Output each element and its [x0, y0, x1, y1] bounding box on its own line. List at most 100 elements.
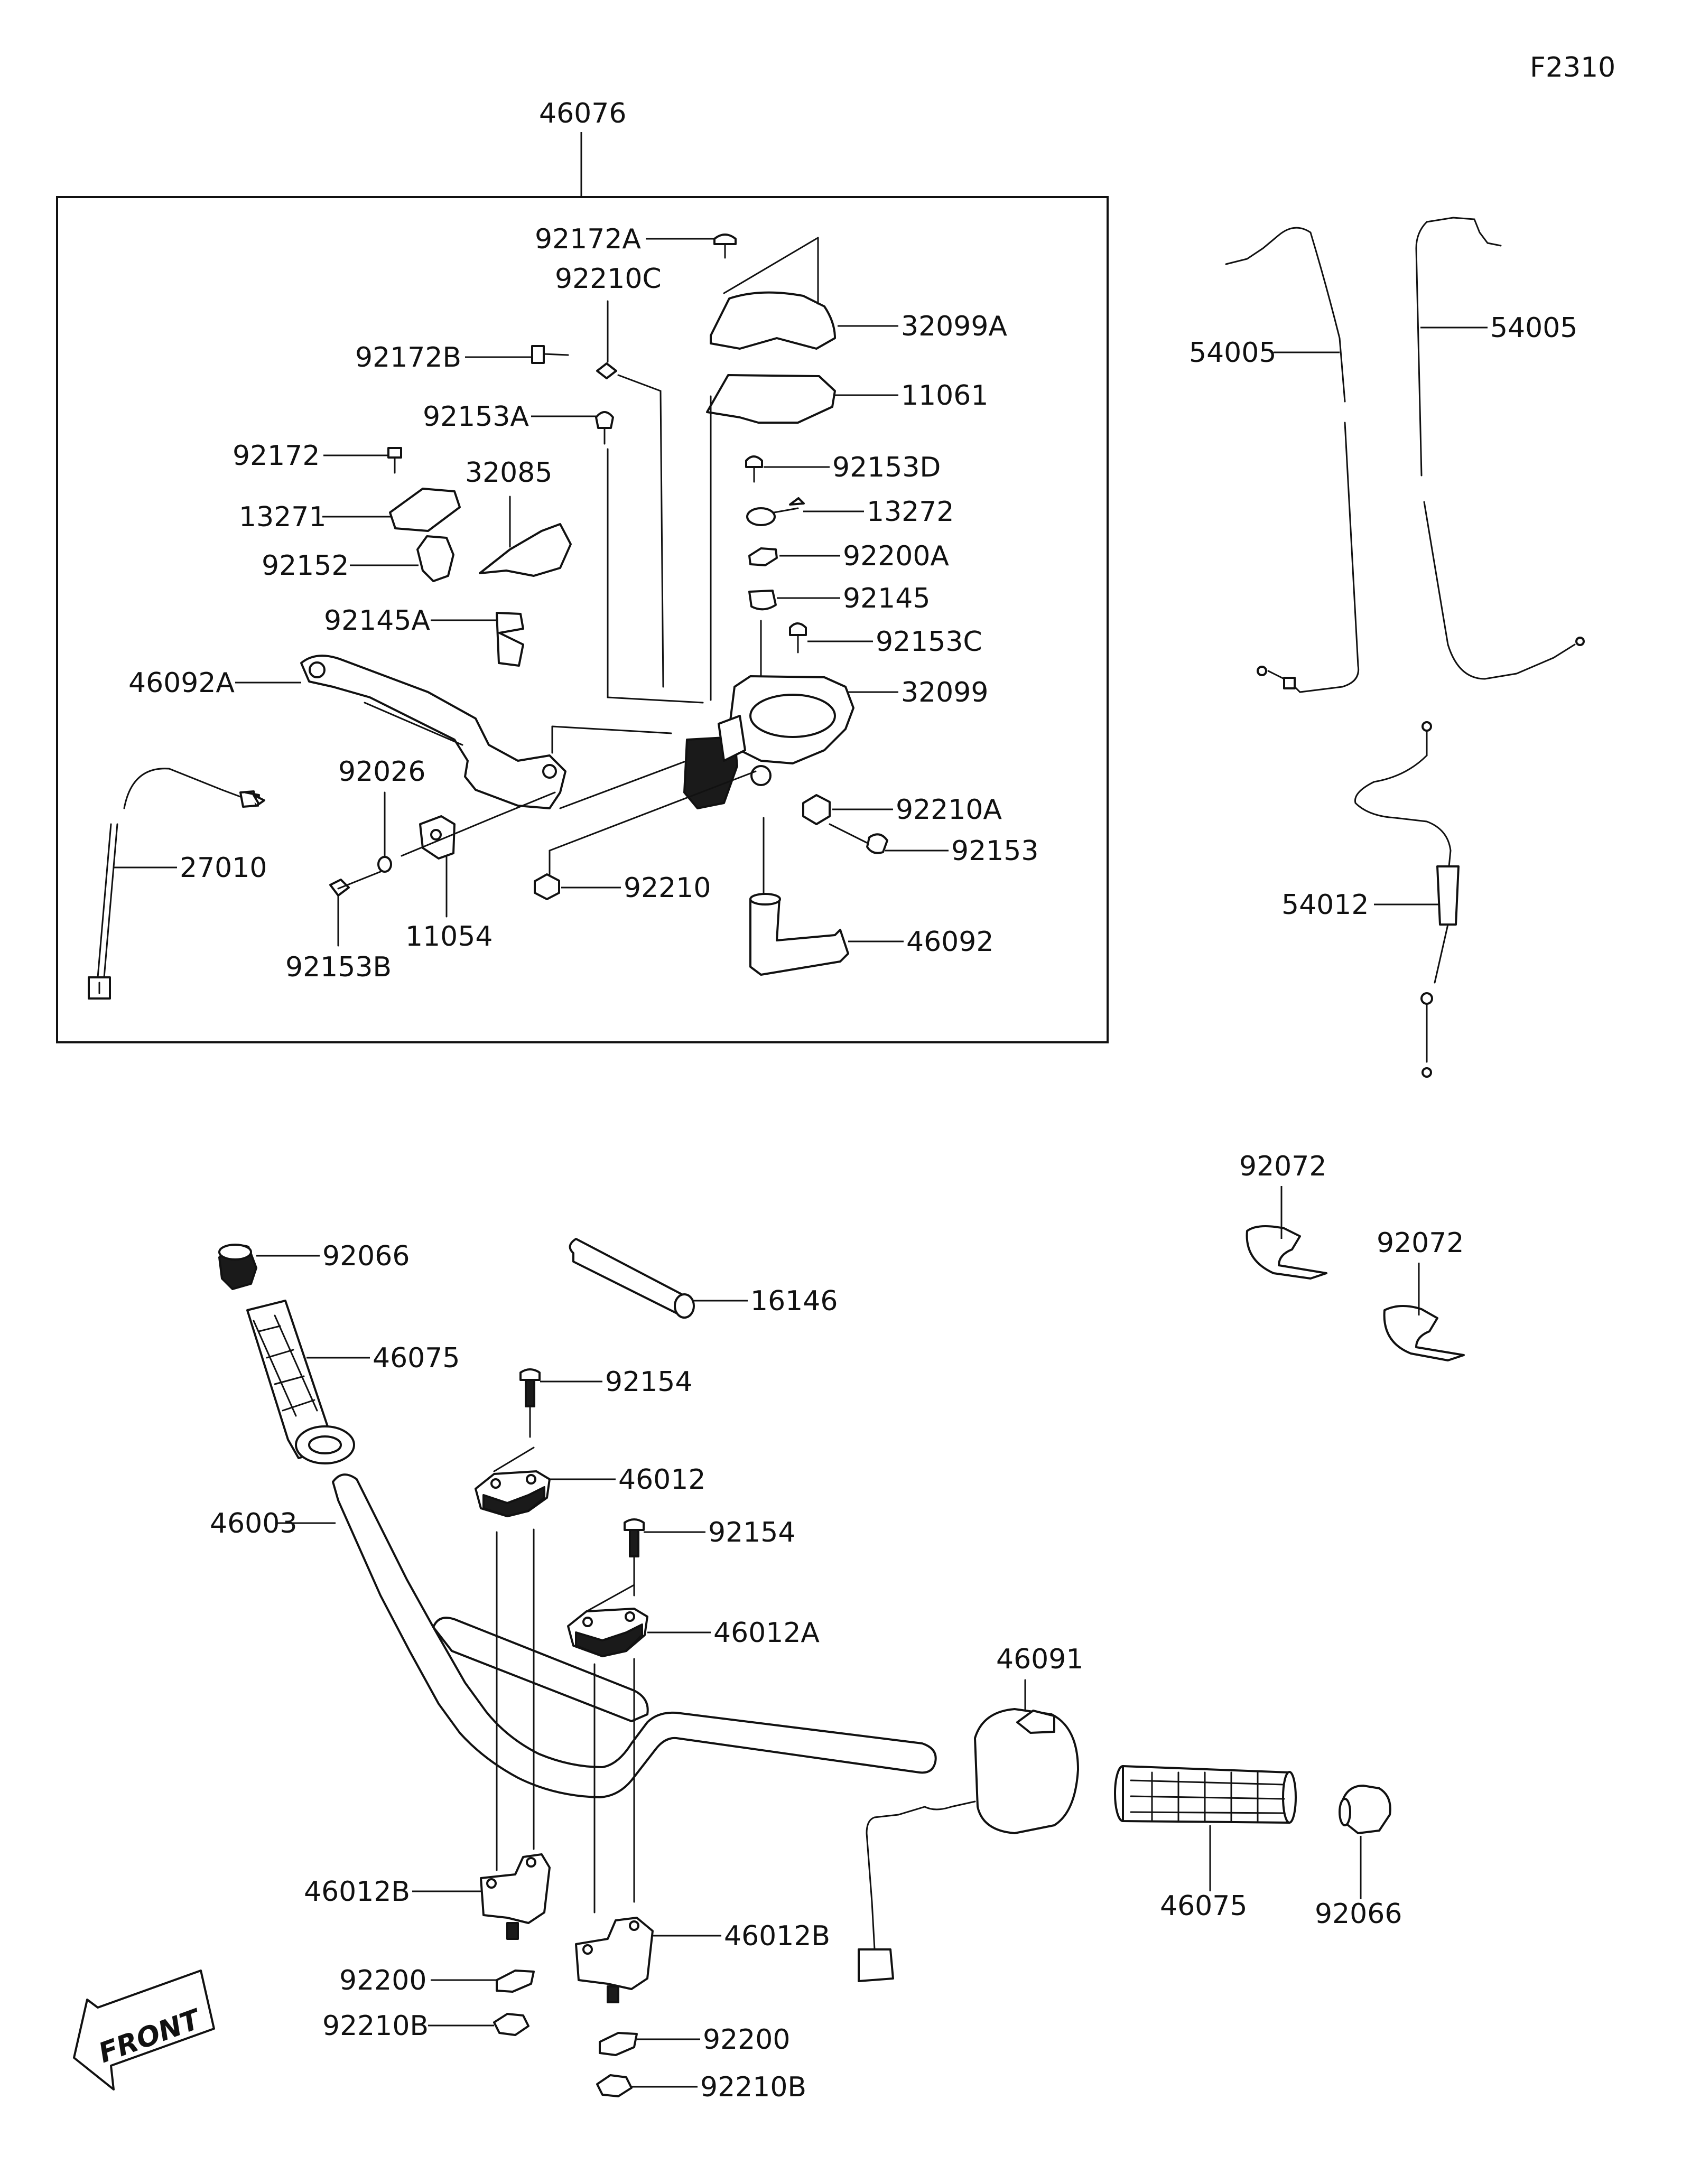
- assembly-label: 46076: [539, 98, 626, 129]
- guide-46092A-bottom: [559, 760, 688, 809]
- part-92172B-bolt: [531, 345, 569, 364]
- label-32099A: 32099A: [901, 311, 1007, 342]
- part-92200A-washer: [748, 547, 778, 566]
- part-27010-switch: [88, 768, 265, 1000]
- part-32099A-cover: [710, 237, 836, 350]
- label-92072-a: 92072: [1239, 1151, 1326, 1182]
- label-92153B: 92153B: [285, 951, 392, 983]
- label-46012B-left: 46012B: [304, 1876, 410, 1908]
- part-13271-plate: [389, 488, 461, 532]
- label-92172A: 92172A: [535, 223, 641, 255]
- label-46075-bottom: 46075: [1160, 1890, 1247, 1922]
- label-54005-right: 54005: [1490, 312, 1577, 344]
- part-92145A-spring: [496, 612, 524, 667]
- part-92066-end-weight-bottom: [1339, 1785, 1391, 1834]
- label-92210: 92210: [624, 872, 711, 904]
- label-32085: 32085: [465, 457, 552, 489]
- label-54005-left: 54005: [1189, 337, 1276, 369]
- part-92153D-screw: [745, 455, 763, 483]
- part-46092A-lever: [300, 655, 566, 809]
- part-46012B-clamp-left: [480, 1853, 551, 1940]
- part-92210B-nut-right: [596, 2074, 633, 2097]
- label-92172: 92172: [233, 440, 320, 472]
- part-16146-tube: [569, 1238, 695, 1319]
- label-92200-left: 92200: [339, 1965, 426, 1996]
- part-46012A-clamp: [567, 1584, 648, 1657]
- label-92154-b: 92154: [708, 1517, 795, 1548]
- label-46092: 46092: [906, 926, 993, 958]
- part-92172-screw: [387, 447, 402, 474]
- label-92172B: 92172B: [355, 342, 461, 374]
- label-13271: 13271: [239, 501, 326, 533]
- part-11061-gasket: [706, 374, 836, 701]
- label-16146: 16146: [750, 1285, 838, 1317]
- part-92210C-nut: [596, 300, 617, 379]
- label-92066-bottom: 92066: [1315, 1898, 1402, 1930]
- label-46012A: 46012A: [713, 1617, 820, 1649]
- part-92152-collar: [416, 535, 454, 582]
- label-92154-a: 92154: [605, 1366, 692, 1398]
- leader-92210C-drop: [659, 390, 664, 688]
- part-92200-washer-left: [496, 1970, 535, 1993]
- assembly-frame: [56, 196, 1109, 1043]
- part-46092-lever: [749, 817, 849, 976]
- label-11061: 11061: [901, 380, 988, 412]
- part-92210A-nut: [802, 794, 831, 825]
- label-92210C: 92210C: [555, 263, 662, 295]
- part-92072-clamp-a: [1246, 1225, 1327, 1280]
- label-13272: 13272: [867, 496, 954, 528]
- label-46091: 46091: [996, 1644, 1083, 1675]
- part-92153B-bolt: [329, 871, 382, 947]
- label-92210B-left: 92210B: [322, 2010, 429, 2042]
- label-92200A: 92200A: [843, 540, 949, 572]
- label-92026: 92026: [338, 756, 425, 788]
- part-11054-bracket: [401, 791, 556, 918]
- diagram-code: F2310: [1530, 52, 1615, 83]
- label-92153A: 92153A: [423, 401, 529, 433]
- label-46012B-right: 46012B: [724, 1920, 830, 1952]
- guide-46092A-top: [551, 725, 672, 734]
- part-92153-screw: [829, 823, 888, 854]
- part-92210-nut: [534, 770, 757, 900]
- label-92200-right: 92200: [703, 2024, 790, 2056]
- part-92072-clamp-b: [1383, 1304, 1465, 1361]
- label-27010: 27010: [180, 852, 267, 884]
- part-92210B-nut-left: [493, 2013, 529, 2036]
- label-92152: 92152: [262, 550, 349, 582]
- label-92072-b: 92072: [1377, 1227, 1464, 1259]
- part-32085-bracket: [479, 496, 572, 577]
- label-46075-top: 46075: [373, 1342, 460, 1374]
- part-54012-cable: [1354, 721, 1460, 1078]
- label-92210B-right: 92210B: [700, 2071, 806, 2103]
- label-92210A: 92210A: [896, 794, 1002, 826]
- part-92145-spring: [748, 590, 777, 683]
- part-46091-switch-housing: [858, 1679, 1079, 1982]
- leader-92210C-to-body: [617, 374, 662, 392]
- part-92200-washer-right: [599, 2032, 638, 2056]
- part-46012-clamp: [475, 1446, 551, 1517]
- label-92153C: 92153C: [876, 626, 982, 658]
- part-46075-grip-top: [246, 1300, 355, 1464]
- label-92066-top: 92066: [322, 1240, 410, 1272]
- label-54012: 54012: [1281, 889, 1369, 921]
- part-92066-end-weight-top: [218, 1244, 257, 1290]
- part-92154-bolt-b: [624, 1518, 645, 1597]
- part-46012B-clamp-right: [575, 1917, 654, 2003]
- label-46092A: 46092A: [128, 667, 235, 699]
- label-46012: 46012: [618, 1464, 705, 1496]
- label-11054: 11054: [405, 921, 493, 953]
- part-32099-master-cylinder: [683, 675, 854, 809]
- front-arrow-icon: FRONT: [73, 1970, 215, 2090]
- part-46075-grip-bottom: [1114, 1765, 1297, 1824]
- label-32099: 32099: [901, 677, 988, 708]
- label-46003: 46003: [210, 1508, 297, 1539]
- part-92153A-bleeder: [595, 411, 704, 704]
- part-92153C-screw: [789, 622, 807, 654]
- label-92145A: 92145A: [324, 605, 430, 637]
- part-92026-bushing: [377, 791, 392, 873]
- part-92154-bolt-a: [519, 1368, 541, 1438]
- label-92145: 92145: [843, 583, 930, 614]
- label-92153D: 92153D: [832, 452, 941, 483]
- part-54005-cable-right: [1415, 217, 1585, 680]
